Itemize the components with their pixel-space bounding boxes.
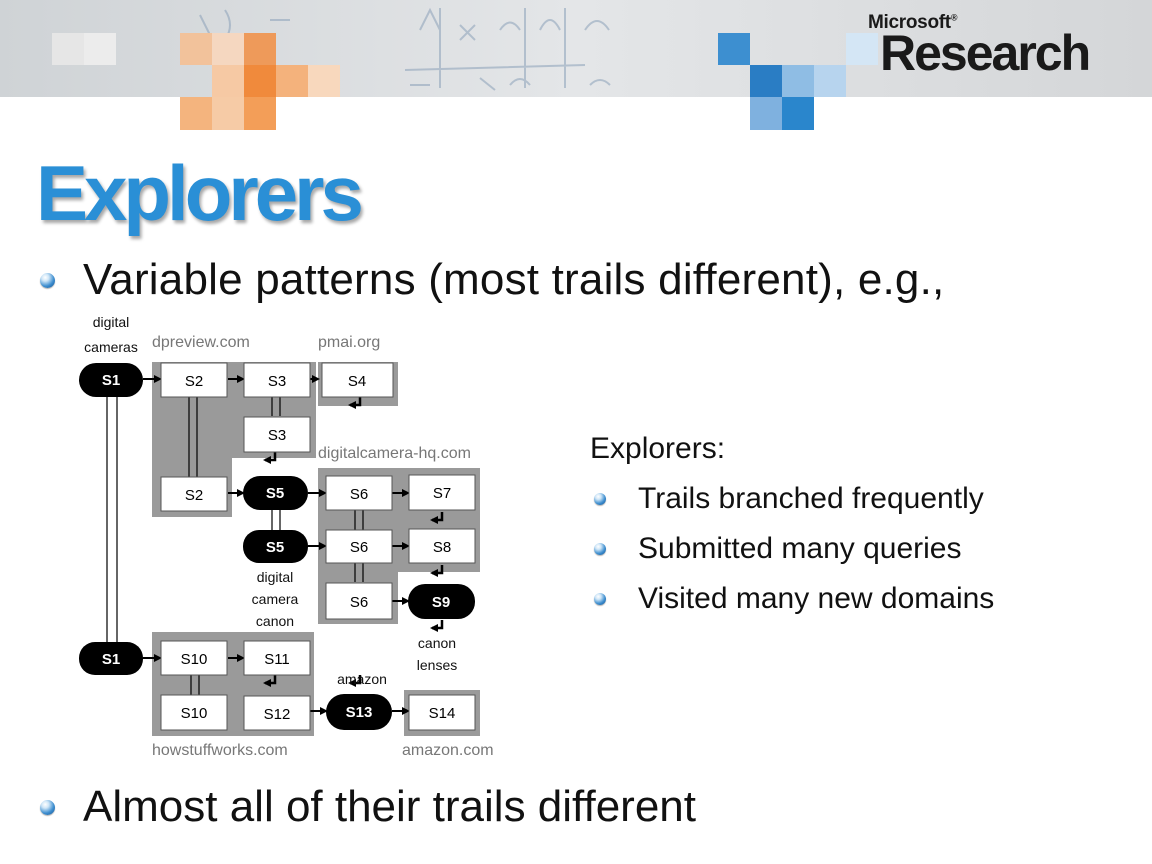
domain-label-pmai: pmai.org — [318, 334, 380, 351]
svg-text:S8: S8 — [433, 539, 451, 556]
explorers-item: Visited many new domains — [594, 582, 994, 616]
svg-text:S3: S3 — [268, 427, 286, 444]
svg-text:S12: S12 — [264, 706, 291, 723]
bullet-orb-icon — [594, 593, 606, 605]
node-s12: S12 — [243, 695, 311, 731]
node-s10a: S10 — [160, 640, 228, 676]
svg-text:S5: S5 — [266, 485, 284, 502]
domain-label-dpreview: dpreview.com — [152, 334, 250, 351]
bullet-text: Variable patterns (most trails different… — [83, 255, 945, 304]
explorers-item-text: Visited many new domains — [638, 582, 995, 615]
svg-text:S6: S6 — [350, 539, 368, 556]
node-s14: S14 — [408, 694, 476, 731]
svg-text:S5: S5 — [266, 539, 284, 556]
explorers-item-text: Trails branched frequently — [638, 482, 984, 515]
domain-labels: dpreview.com pmai.org digitalcamera-hq.c… — [152, 334, 494, 759]
blue-tile-pattern — [718, 33, 878, 130]
node-s11: S11 — [243, 640, 311, 676]
node-s5b: S5 — [243, 530, 308, 563]
trail-diagram: S2 S3 S4 S3 S2 S6 S7 S6 S8 S6 S10 S11 S1… — [79, 314, 494, 759]
node-s3a: S3 — [243, 362, 311, 398]
forward-arrows — [143, 375, 410, 715]
node-s7: S7 — [408, 474, 476, 511]
domain-label-howstuff: howstuffworks.com — [152, 742, 288, 759]
svg-text:S10: S10 — [181, 651, 208, 668]
svg-text:S6: S6 — [350, 594, 368, 611]
node-s2a: S2 — [160, 362, 228, 398]
header-banner — [0, 0, 1152, 130]
explorers-heading: Explorers: — [590, 432, 726, 465]
node-s6b: S6 — [325, 529, 393, 564]
svg-text:S6: S6 — [350, 486, 368, 503]
svg-text:S2: S2 — [185, 373, 203, 390]
bullet-text: Almost all of their trails different — [83, 782, 696, 831]
orange-tile-pattern — [52, 33, 340, 130]
bullet-trails-different: Almost all of their trails different — [40, 782, 696, 832]
query-nodes: S1 S5 S5 S9 S1 S13 — [79, 363, 475, 730]
node-s8: S8 — [408, 528, 476, 564]
svg-text:S2: S2 — [185, 487, 203, 504]
slide-title: Explorers — [36, 149, 364, 237]
bullet-variable-patterns: Variable patterns (most trails different… — [40, 255, 944, 305]
whiteboard-sketch — [199, 7, 611, 91]
node-s1b: S1 — [79, 642, 143, 675]
bullet-orb-icon — [40, 799, 55, 815]
node-s9: S9 — [408, 584, 475, 619]
svg-text:S13: S13 — [346, 704, 373, 721]
explorers-item: Submitted many queries — [594, 532, 962, 566]
node-s10b: S10 — [160, 694, 228, 731]
branch-connectors — [106, 395, 364, 695]
node-s6a: S6 — [325, 475, 393, 511]
svg-text:S4: S4 — [348, 373, 366, 390]
svg-text:S3: S3 — [268, 373, 286, 390]
node-s5a: S5 — [243, 476, 308, 510]
node-s3b: S3 — [243, 416, 311, 453]
bullet-orb-icon — [40, 272, 55, 288]
domain-label-amazon: amazon.com — [402, 742, 494, 759]
back-arrows — [263, 397, 444, 687]
domain-label-hq: digitalcamera-hq.com — [318, 445, 471, 462]
svg-text:S9: S9 — [432, 594, 450, 611]
node-s6c: S6 — [325, 582, 393, 620]
explorers-item-text: Submitted many queries — [638, 532, 962, 565]
svg-text:S7: S7 — [433, 485, 451, 502]
bullet-orb-icon — [594, 493, 606, 505]
explorers-item: Trails branched frequently — [594, 482, 984, 516]
node-s2b: S2 — [160, 476, 228, 512]
svg-text:S11: S11 — [264, 651, 290, 668]
node-s1a: S1 — [79, 363, 143, 397]
query-label-amazon: amazon — [337, 671, 387, 687]
svg-text:S1: S1 — [102, 372, 120, 389]
node-s4: S4 — [321, 362, 394, 398]
svg-text:S10: S10 — [181, 705, 208, 722]
page-nodes: S2 S3 S4 S3 S2 S6 S7 S6 S8 S6 S10 S11 S1… — [160, 362, 476, 731]
svg-text:S14: S14 — [429, 705, 456, 722]
svg-text:S1: S1 — [102, 651, 120, 668]
node-s13: S13 — [326, 694, 392, 730]
brand-large-text: Research — [880, 25, 1091, 81]
bullet-orb-icon — [594, 543, 606, 555]
brand-small-text: Microsoft® — [868, 12, 958, 33]
